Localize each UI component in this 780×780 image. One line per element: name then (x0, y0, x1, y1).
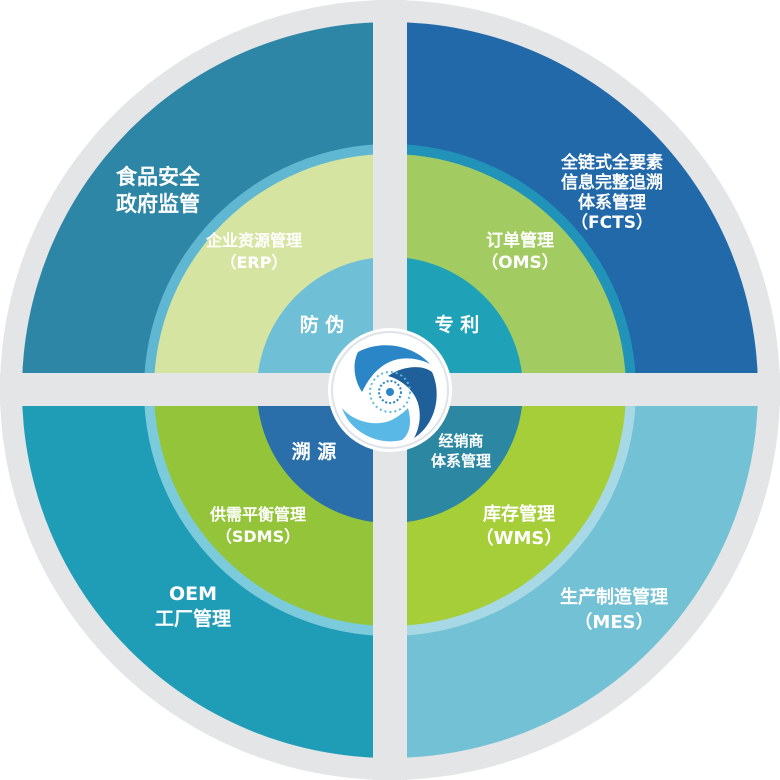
label-line: （MES） (574, 612, 653, 633)
logo-swirl-blade (354, 345, 430, 392)
label-inner-top-left: 防 伪 (300, 313, 345, 336)
label-line: （SDMS） (216, 527, 300, 546)
label-line: 库存管理 (483, 503, 555, 525)
label-line: 订单管理 (486, 230, 554, 251)
label-inner-bottom-left: 溯 源 (292, 440, 337, 463)
label-line: 食品安全 (116, 165, 201, 189)
label-line: 信息完整追溯 (561, 172, 663, 193)
label-middle-top-right: 订单管理（OMS） (481, 230, 559, 273)
label-middle-top-left: 企业资源管理 （ERP） (205, 231, 302, 272)
label-middle-bottom-left: 供需平衡管理 （SDMS） (209, 505, 306, 546)
label-outer-bottom-right: 生产制造管理 （MES） (560, 586, 668, 633)
logo-swirl-blade (388, 367, 437, 438)
label-line: 体系管理 (431, 452, 491, 470)
label-line: 生产制造管理 (560, 586, 668, 608)
label-line: 全链式全要素 (560, 152, 663, 173)
label-line: 工厂管理 (155, 607, 231, 630)
label-line: （OMS） (481, 252, 559, 273)
label-middle-bottom-right: 库存管理 （WMS） (476, 503, 563, 549)
label-line: 体系管理 (578, 192, 646, 213)
label-line: 防 伪 (300, 313, 345, 336)
label-line: 专 利 (435, 313, 480, 336)
label-line: 企业资源管理 (205, 231, 302, 250)
label-line: （FCTS） (571, 212, 653, 233)
label-line: （WMS） (476, 528, 563, 549)
label-line: 溯 源 (292, 440, 337, 463)
label-line: （ERP） (221, 253, 288, 272)
label-inner-top-right: 专 利 (435, 313, 480, 336)
label-line: 政府监管 (116, 192, 200, 216)
label-line: 经销商 (438, 432, 483, 450)
swirl-logo-icon (328, 328, 452, 452)
label-line: OEM (169, 583, 217, 605)
label-line: 供需平衡管理 (209, 505, 306, 524)
logo-swirl-blade (342, 408, 410, 442)
